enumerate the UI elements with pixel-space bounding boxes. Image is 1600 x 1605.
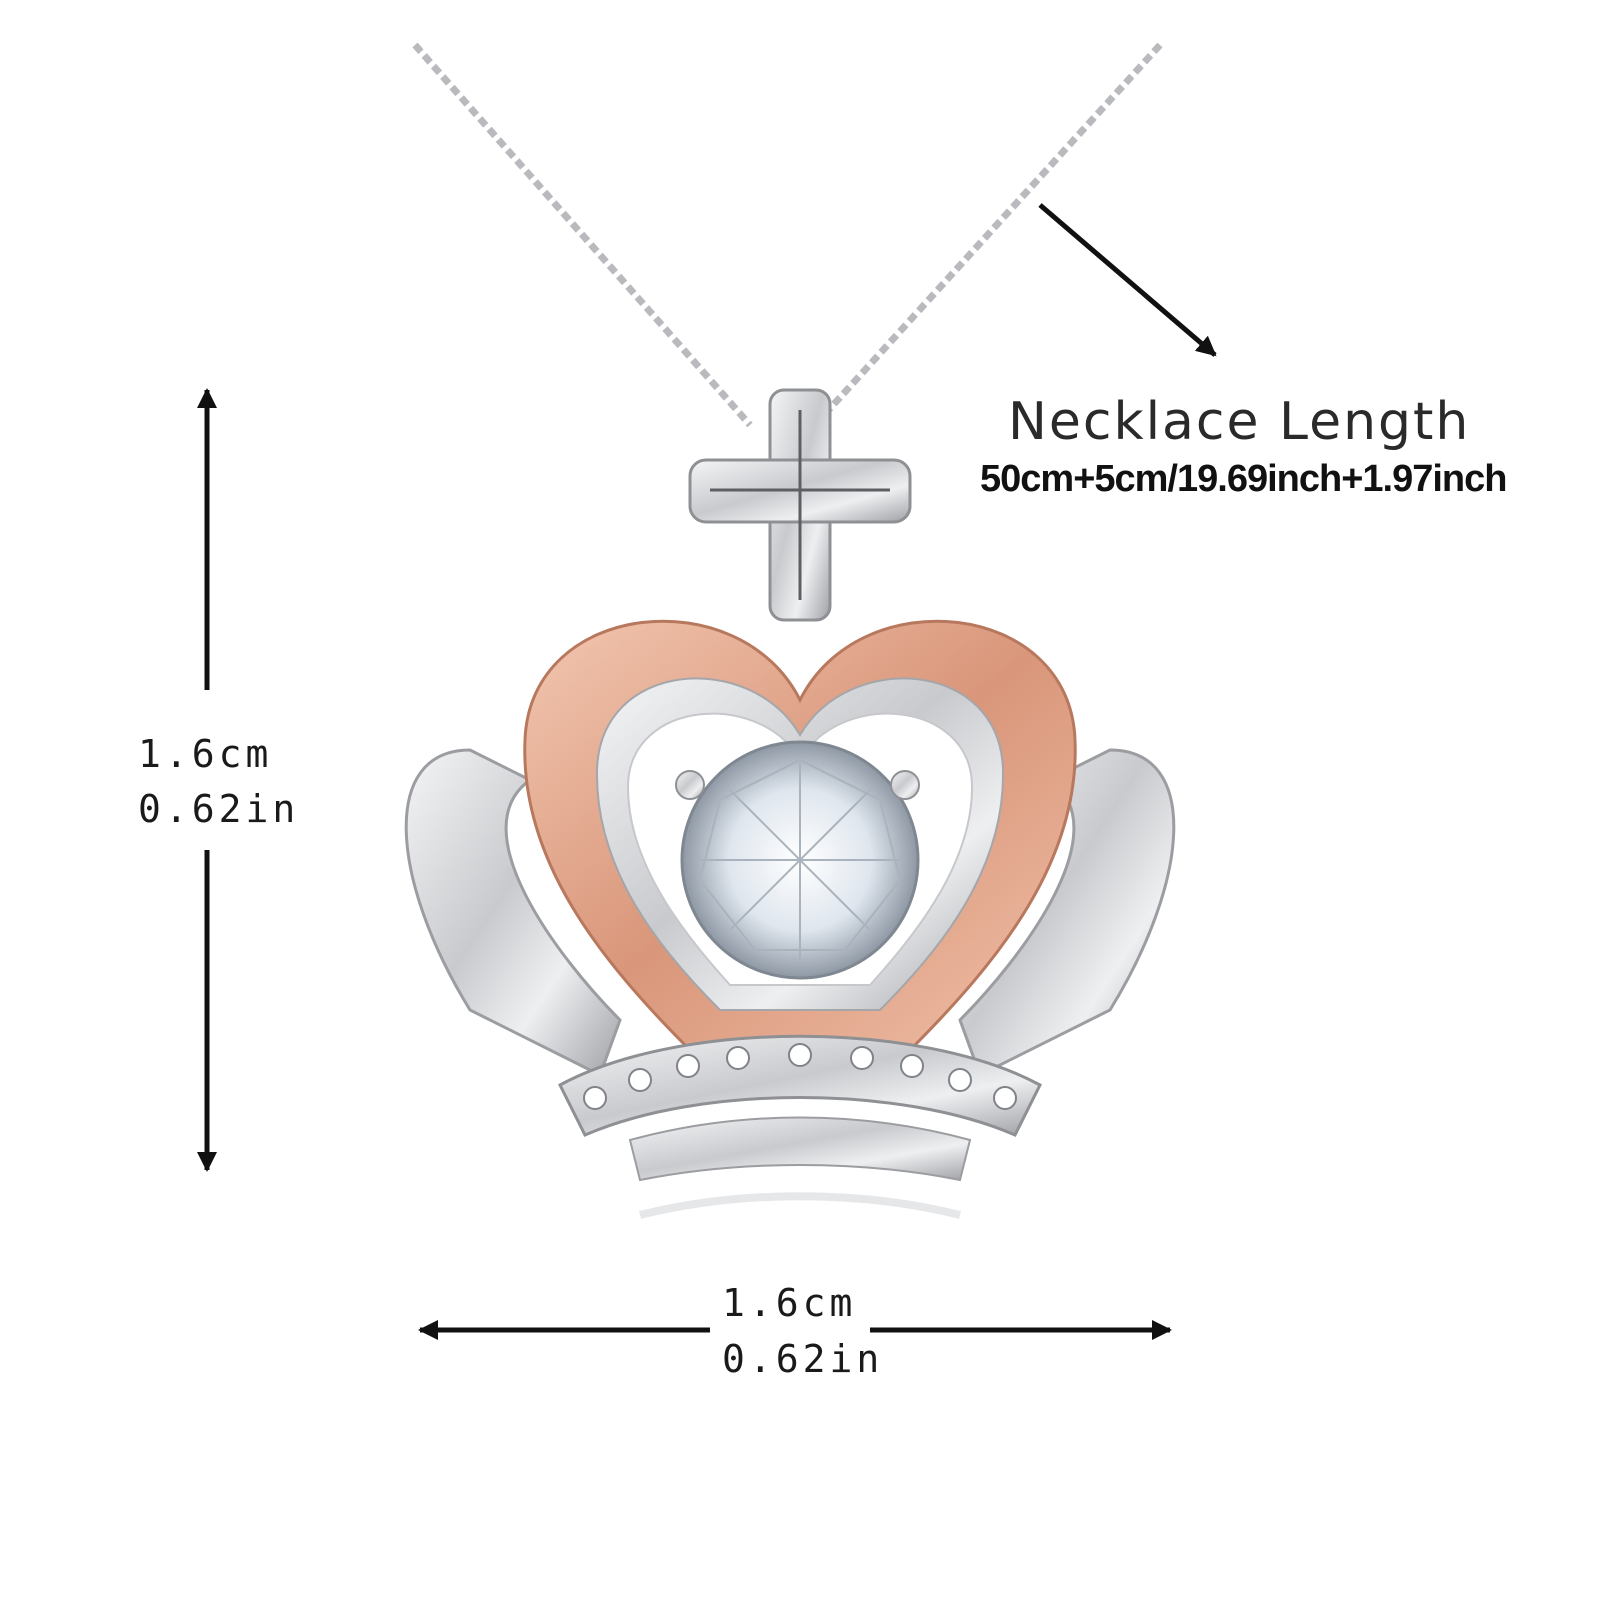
box-chain-icon: [412, 42, 1163, 428]
chain-pointer-arrow: [1038, 203, 1217, 357]
necklace-length-title: Necklace Length: [1008, 392, 1471, 452]
width-in-label: 0.62in: [722, 1337, 884, 1381]
cross-icon: [688, 388, 912, 622]
height-in-label: 0.62in: [138, 787, 300, 831]
crown-pendant-icon: [404, 388, 1176, 1219]
necklace-length-value: 50cm+5cm/19.69inch+1.97inch: [980, 458, 1507, 500]
gemstone-icon: [675, 740, 920, 980]
width-cm-label: 1.6cm: [722, 1281, 857, 1325]
height-cm-label: 1.6cm: [138, 732, 273, 776]
